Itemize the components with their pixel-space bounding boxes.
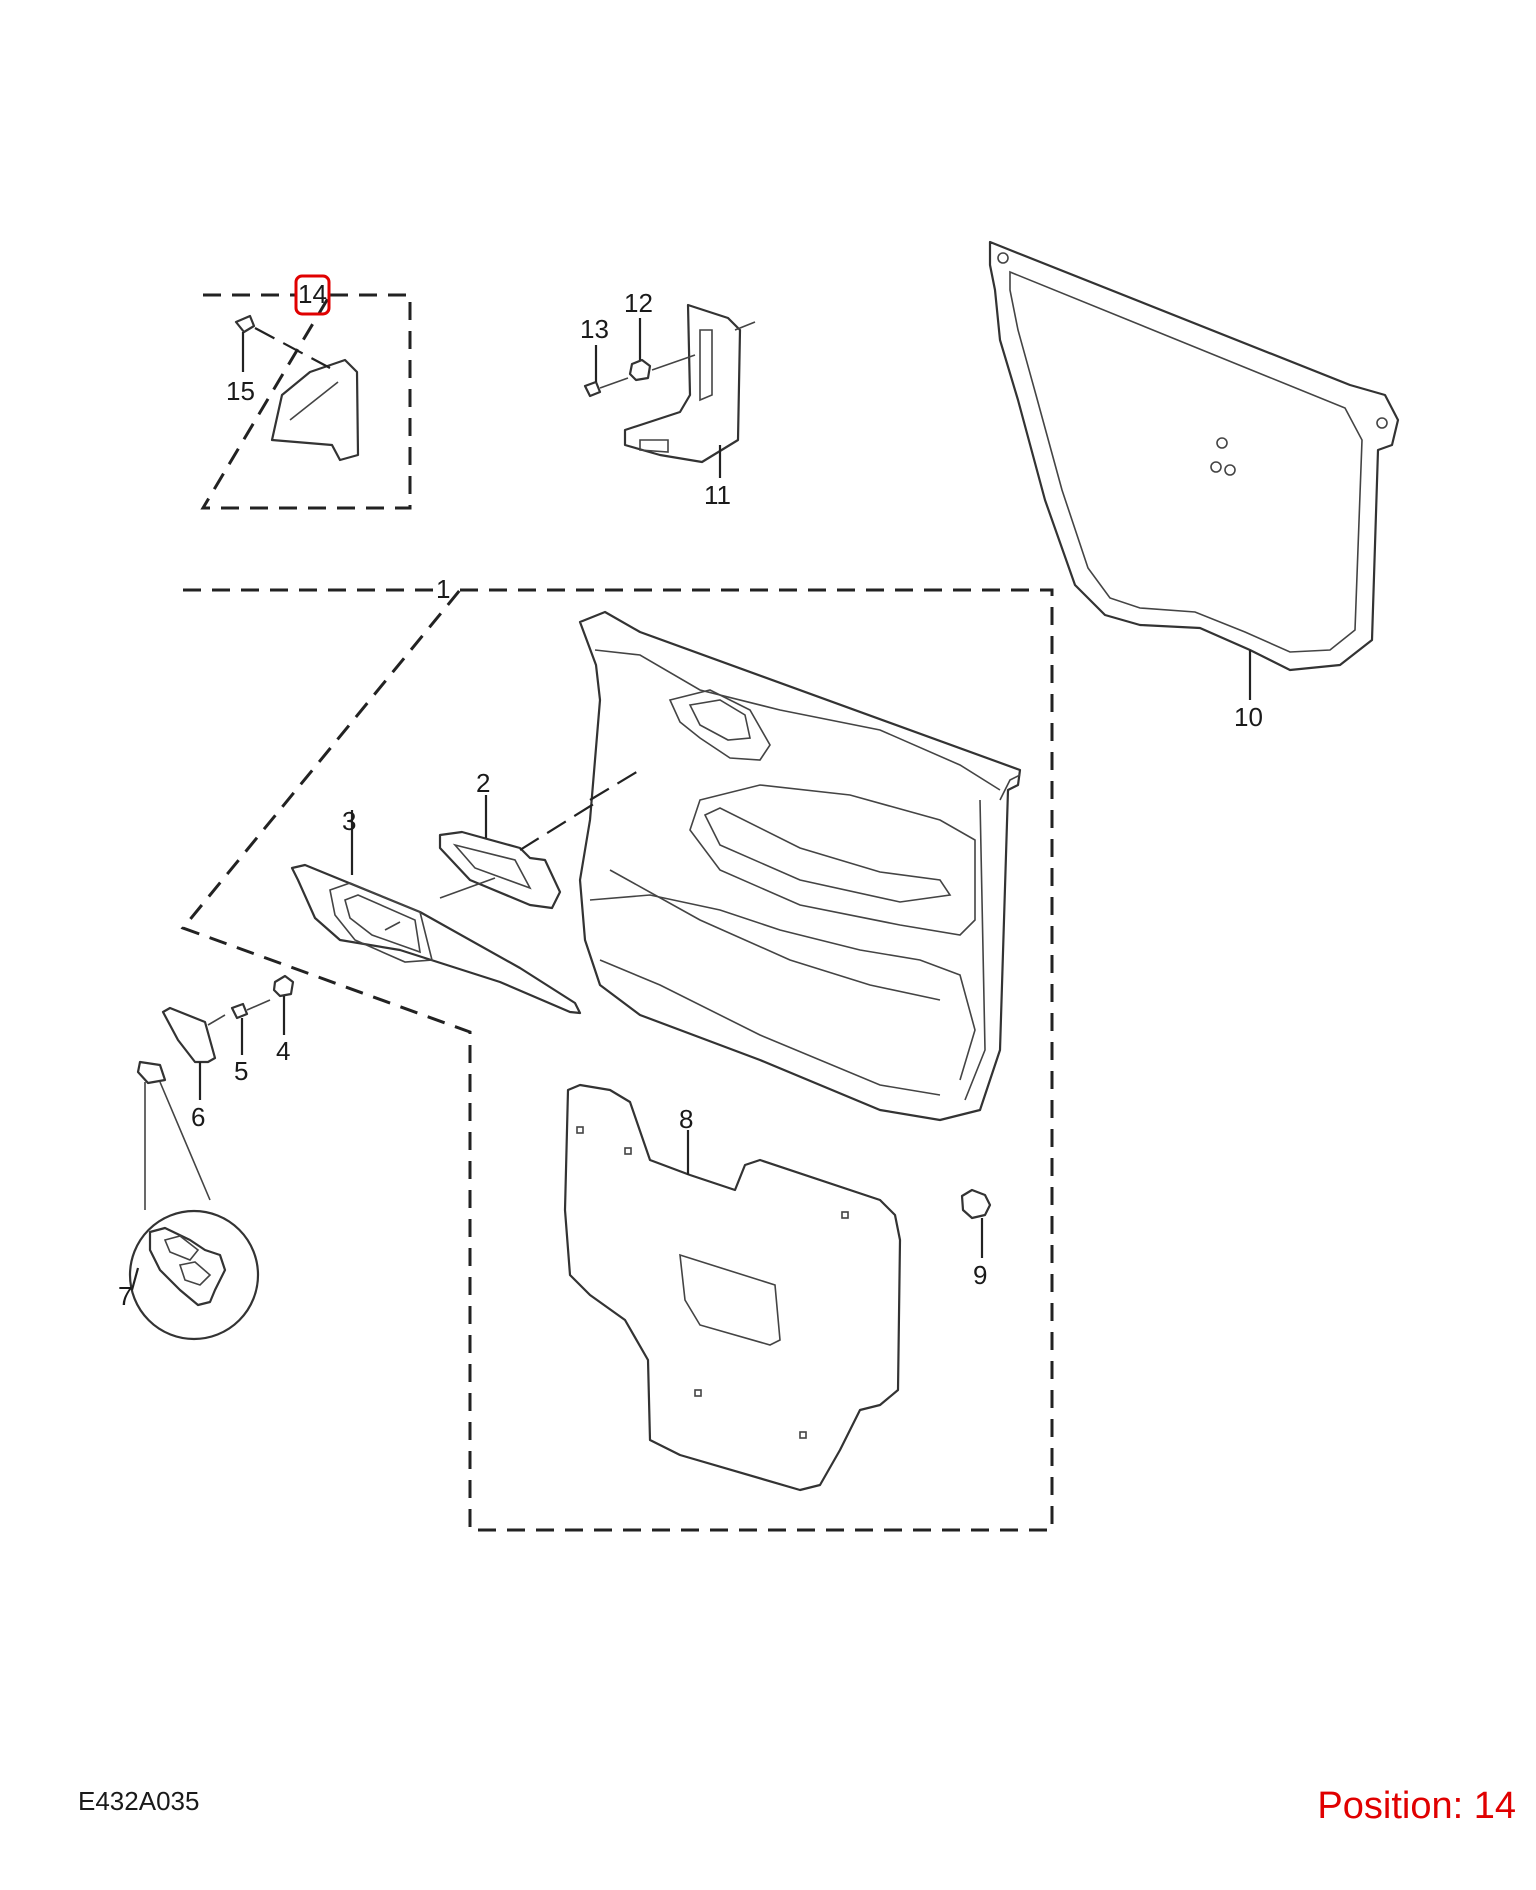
group-box-1: [180, 588, 1054, 1532]
trim-cover-part-14: [254, 327, 360, 462]
callout-3[interactable]: 3: [342, 806, 356, 836]
screw-part-5: [230, 999, 271, 1055]
switch-cover-part-6: [161, 1006, 226, 1100]
callout-1[interactable]: 1: [436, 574, 450, 604]
door-trim-panel-part-1: [578, 610, 1022, 1122]
callout-6[interactable]: 6: [191, 1102, 205, 1132]
nut-part-12: [628, 318, 696, 382]
diagram-code: E432A035: [78, 1786, 199, 1816]
clip-part-9: [960, 1188, 992, 1258]
pull-handle-part-2: [438, 795, 601, 910]
callout-4[interactable]: 4: [276, 1036, 290, 1066]
water-shield-part-8: [563, 1083, 902, 1492]
group-box-14: [200, 293, 412, 510]
clip-part-4: [272, 974, 295, 1035]
callout-9[interactable]: 9: [973, 1260, 987, 1290]
callout-15[interactable]: 15: [226, 376, 255, 406]
callout-12[interactable]: 12: [624, 288, 653, 318]
clip-part-15: [234, 314, 256, 372]
callout-11[interactable]: 11: [704, 480, 731, 510]
bracket-part-11: [623, 303, 756, 478]
position-label: Position: 14: [1317, 1785, 1516, 1827]
window-switch-part-7: [128, 1060, 260, 1341]
door-seal-part-10: [988, 240, 1400, 700]
armrest-bezel-part-3: [290, 810, 582, 1015]
callout-2[interactable]: 2: [476, 768, 490, 798]
callout-8[interactable]: 8: [679, 1104, 693, 1134]
callout-10[interactable]: 10: [1234, 702, 1263, 732]
callout-14[interactable]: 14: [298, 279, 327, 309]
callout-14-highlight: [294, 274, 331, 316]
screw-part-13: [583, 345, 629, 398]
callout-13[interactable]: 13: [580, 314, 609, 344]
callout-7[interactable]: 7: [118, 1281, 132, 1311]
callout-5[interactable]: 5: [234, 1056, 248, 1086]
